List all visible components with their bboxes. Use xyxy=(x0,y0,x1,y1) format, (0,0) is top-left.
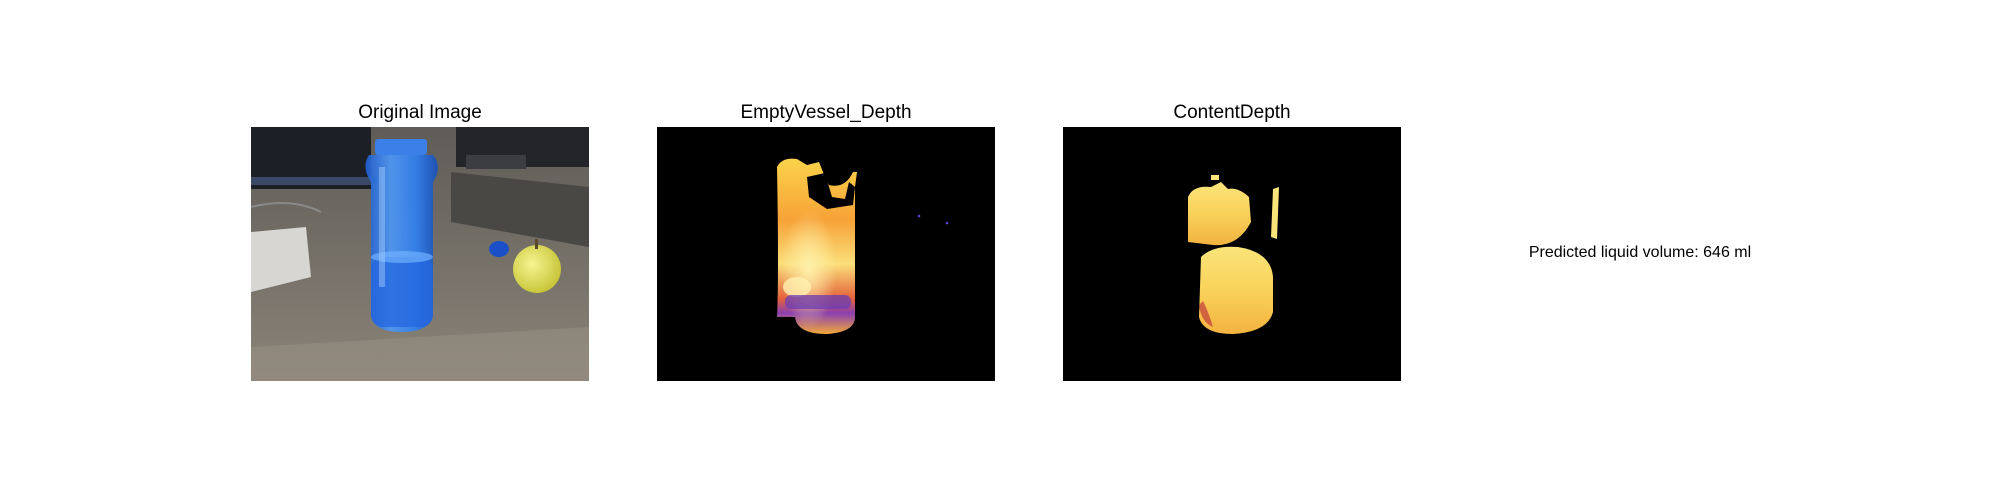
original-image xyxy=(251,127,589,381)
panel-title-content-depth: ContentDepth xyxy=(1173,102,1291,123)
predicted-volume-label: Predicted liquid volume: 646 ml xyxy=(1528,244,1752,261)
content-depth-map xyxy=(1063,127,1401,381)
empty-vessel-depth-map xyxy=(657,127,995,381)
panel-title-original: Original Image xyxy=(358,102,482,123)
panel-title-empty-vessel-depth: EmptyVessel_Depth xyxy=(740,102,912,123)
